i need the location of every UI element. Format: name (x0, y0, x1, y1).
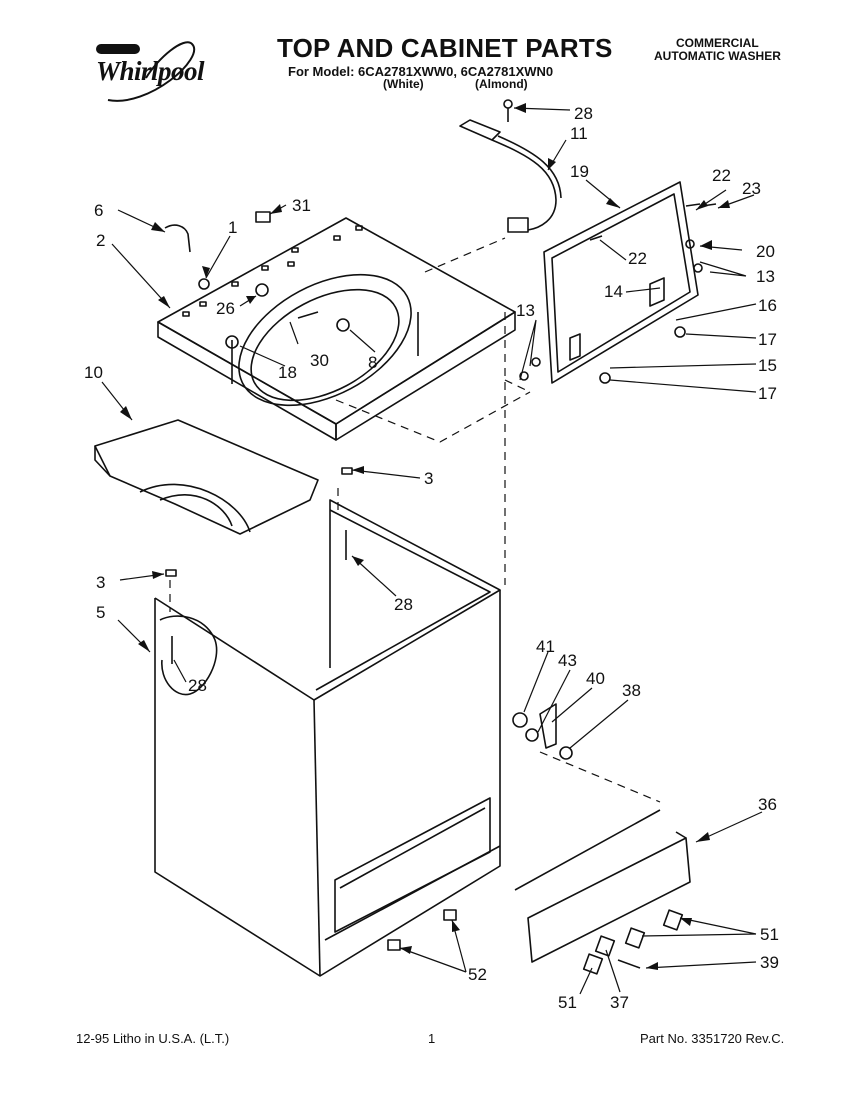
callout-31: 31 (292, 196, 311, 215)
callout-13-left: 13 (516, 301, 535, 320)
brand-name: Whirlpool (96, 56, 205, 86)
splash-shield (94, 419, 319, 535)
callout-36: 36 (758, 795, 777, 814)
callout-51-left: 51 (558, 993, 577, 1012)
callout-40: 40 (586, 669, 605, 688)
variant-almond: (Almond) (475, 77, 528, 91)
callout-2: 2 (96, 231, 105, 250)
callout-13-right: 13 (756, 267, 775, 286)
model-numbers: For Model: 6CA2781XWW0, 6CA2781XWN0 (288, 64, 554, 79)
callout-23: 23 (742, 179, 761, 198)
callout-28-left: 28 (188, 676, 207, 695)
callout-26: 26 (216, 299, 235, 318)
arrowheads (120, 103, 730, 970)
callout-28-top: 28 (574, 104, 593, 123)
callout-17-lower: 17 (758, 384, 777, 403)
callout-6: 6 (94, 201, 103, 220)
callout-3-left: 3 (96, 573, 105, 592)
callout-28-mid: 28 (394, 595, 413, 614)
callout-18: 18 (278, 363, 297, 382)
variant-white: (White) (383, 77, 424, 91)
footer-page-number: 1 (428, 1031, 436, 1046)
callout-11: 11 (570, 124, 588, 143)
leader-lines (101, 107, 763, 995)
callout-37: 37 (610, 993, 629, 1012)
callout-19: 19 (570, 162, 589, 181)
footer-part-number: Part No. 3351720 Rev.C. (640, 1031, 785, 1046)
callout-30: 30 (310, 351, 329, 370)
footer-litho: 12-95 Litho in U.S.A. (L.T.) (76, 1031, 230, 1046)
lid-switch-harness (459, 99, 562, 233)
logo-badge (96, 44, 140, 54)
top-panel (157, 217, 516, 441)
callout-8: 8 (368, 353, 377, 372)
callout-22-mid: 22 (628, 249, 647, 268)
callout-20: 20 (756, 242, 775, 261)
cabinet (154, 499, 501, 977)
callout-1: 1 (228, 218, 237, 237)
callout-16: 16 (758, 296, 777, 315)
callout-15: 15 (758, 356, 777, 375)
lid (543, 181, 699, 384)
callout-10: 10 (84, 363, 103, 382)
callout-38: 38 (622, 681, 641, 700)
logo-swoosh-icon (107, 41, 196, 102)
callout-labels: 6 1 2 31 26 30 8 18 10 28 11 19 22 23 20… (84, 104, 779, 1012)
whirlpool-logo: Whirlpool (88, 38, 218, 108)
category-line-2: AUTOMATIC WASHER (654, 49, 781, 63)
callout-5: 5 (96, 603, 105, 622)
connection-lines (169, 237, 661, 803)
callout-3-right: 3 (424, 469, 433, 488)
callout-43: 43 (558, 651, 577, 670)
callout-17-upper: 17 (758, 330, 777, 349)
callout-52: 52 (468, 965, 487, 984)
callout-22-top: 22 (712, 166, 731, 185)
callout-41: 41 (536, 637, 555, 656)
toe-panel (514, 809, 691, 963)
callout-51-right: 51 (760, 925, 779, 944)
page-title: TOP AND CABINET PARTS (277, 33, 613, 63)
category-line-1: COMMERCIAL (676, 36, 759, 50)
callout-39: 39 (760, 953, 779, 972)
callout-14: 14 (604, 282, 623, 301)
small-parts (164, 203, 717, 975)
